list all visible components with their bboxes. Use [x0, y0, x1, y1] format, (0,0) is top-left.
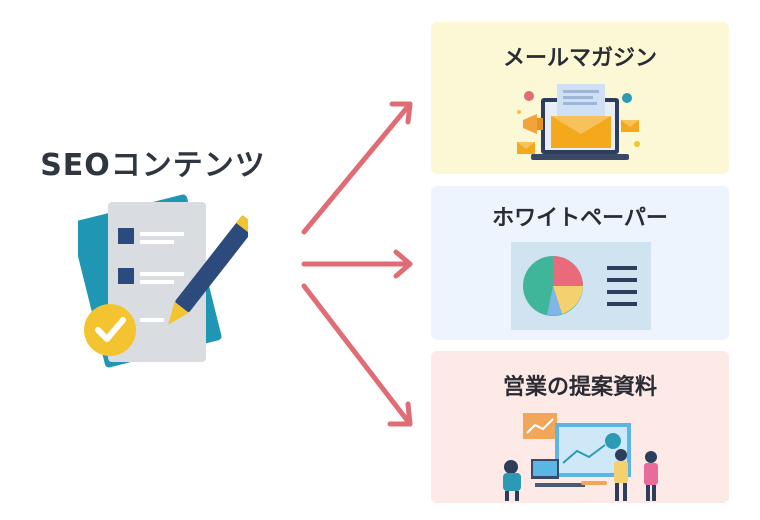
- newsletter-title: メールマガジン: [502, 46, 657, 71]
- document-checklist-icon: [78, 194, 248, 368]
- seo-content-title: SEOコンテンツ: [40, 148, 266, 183]
- arrow-to-sales-deck: [301, 283, 413, 427]
- newsletter-card: メールマガジン: [431, 22, 729, 174]
- sales-deck-card: 営業の提案資料: [431, 351, 729, 503]
- whitepaper-title: ホワイトペーパー: [492, 206, 668, 231]
- pie-chart-report-illustration: [511, 242, 651, 330]
- arrow-to-newsletter: [301, 101, 413, 235]
- email-marketing-illustration: [517, 84, 640, 160]
- sales-presentation-illustration: [503, 413, 658, 501]
- sales-deck-title: 営業の提案資料: [502, 375, 657, 400]
- whitepaper-card: ホワイトペーパー: [431, 186, 729, 340]
- flow-arrows: [301, 101, 413, 427]
